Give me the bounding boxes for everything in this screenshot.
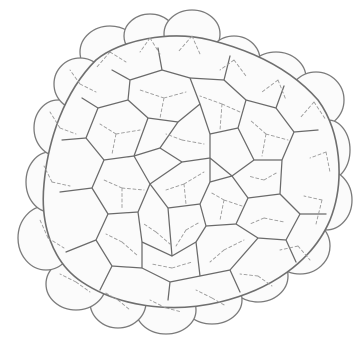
cell-cluster-diagram bbox=[0, 0, 364, 346]
